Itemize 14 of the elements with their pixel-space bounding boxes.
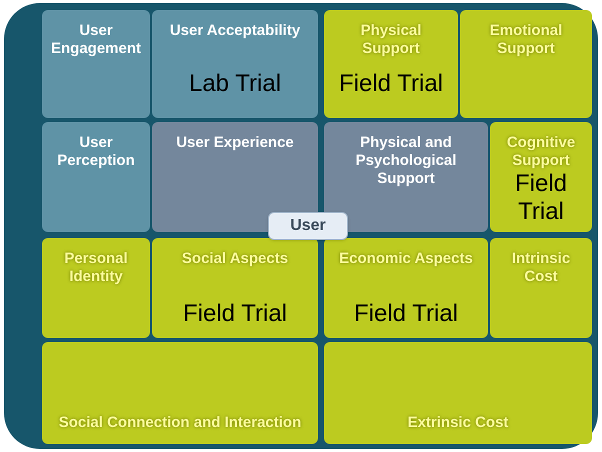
- trial-label: Field Trial: [338, 70, 444, 98]
- region-box: User Perception: [42, 122, 150, 232]
- region-box: Emotional Support: [460, 10, 592, 118]
- trial-label: Field Trial: [352, 300, 460, 328]
- region-box: Intrinsic Cost: [490, 238, 592, 338]
- region-box: Physical and Psychological Support: [324, 122, 488, 232]
- region-box: Social Connection and Interaction: [42, 342, 318, 444]
- trial-label: Field Trial: [514, 170, 568, 226]
- region-box: User Engagement: [42, 10, 150, 118]
- center-box: User: [268, 212, 348, 240]
- trial-label: Field Trial: [182, 300, 288, 328]
- region-box: Extrinsic Cost: [324, 342, 592, 444]
- trial-label: Lab Trial: [188, 70, 282, 98]
- region-box: Personal Identity: [42, 238, 150, 338]
